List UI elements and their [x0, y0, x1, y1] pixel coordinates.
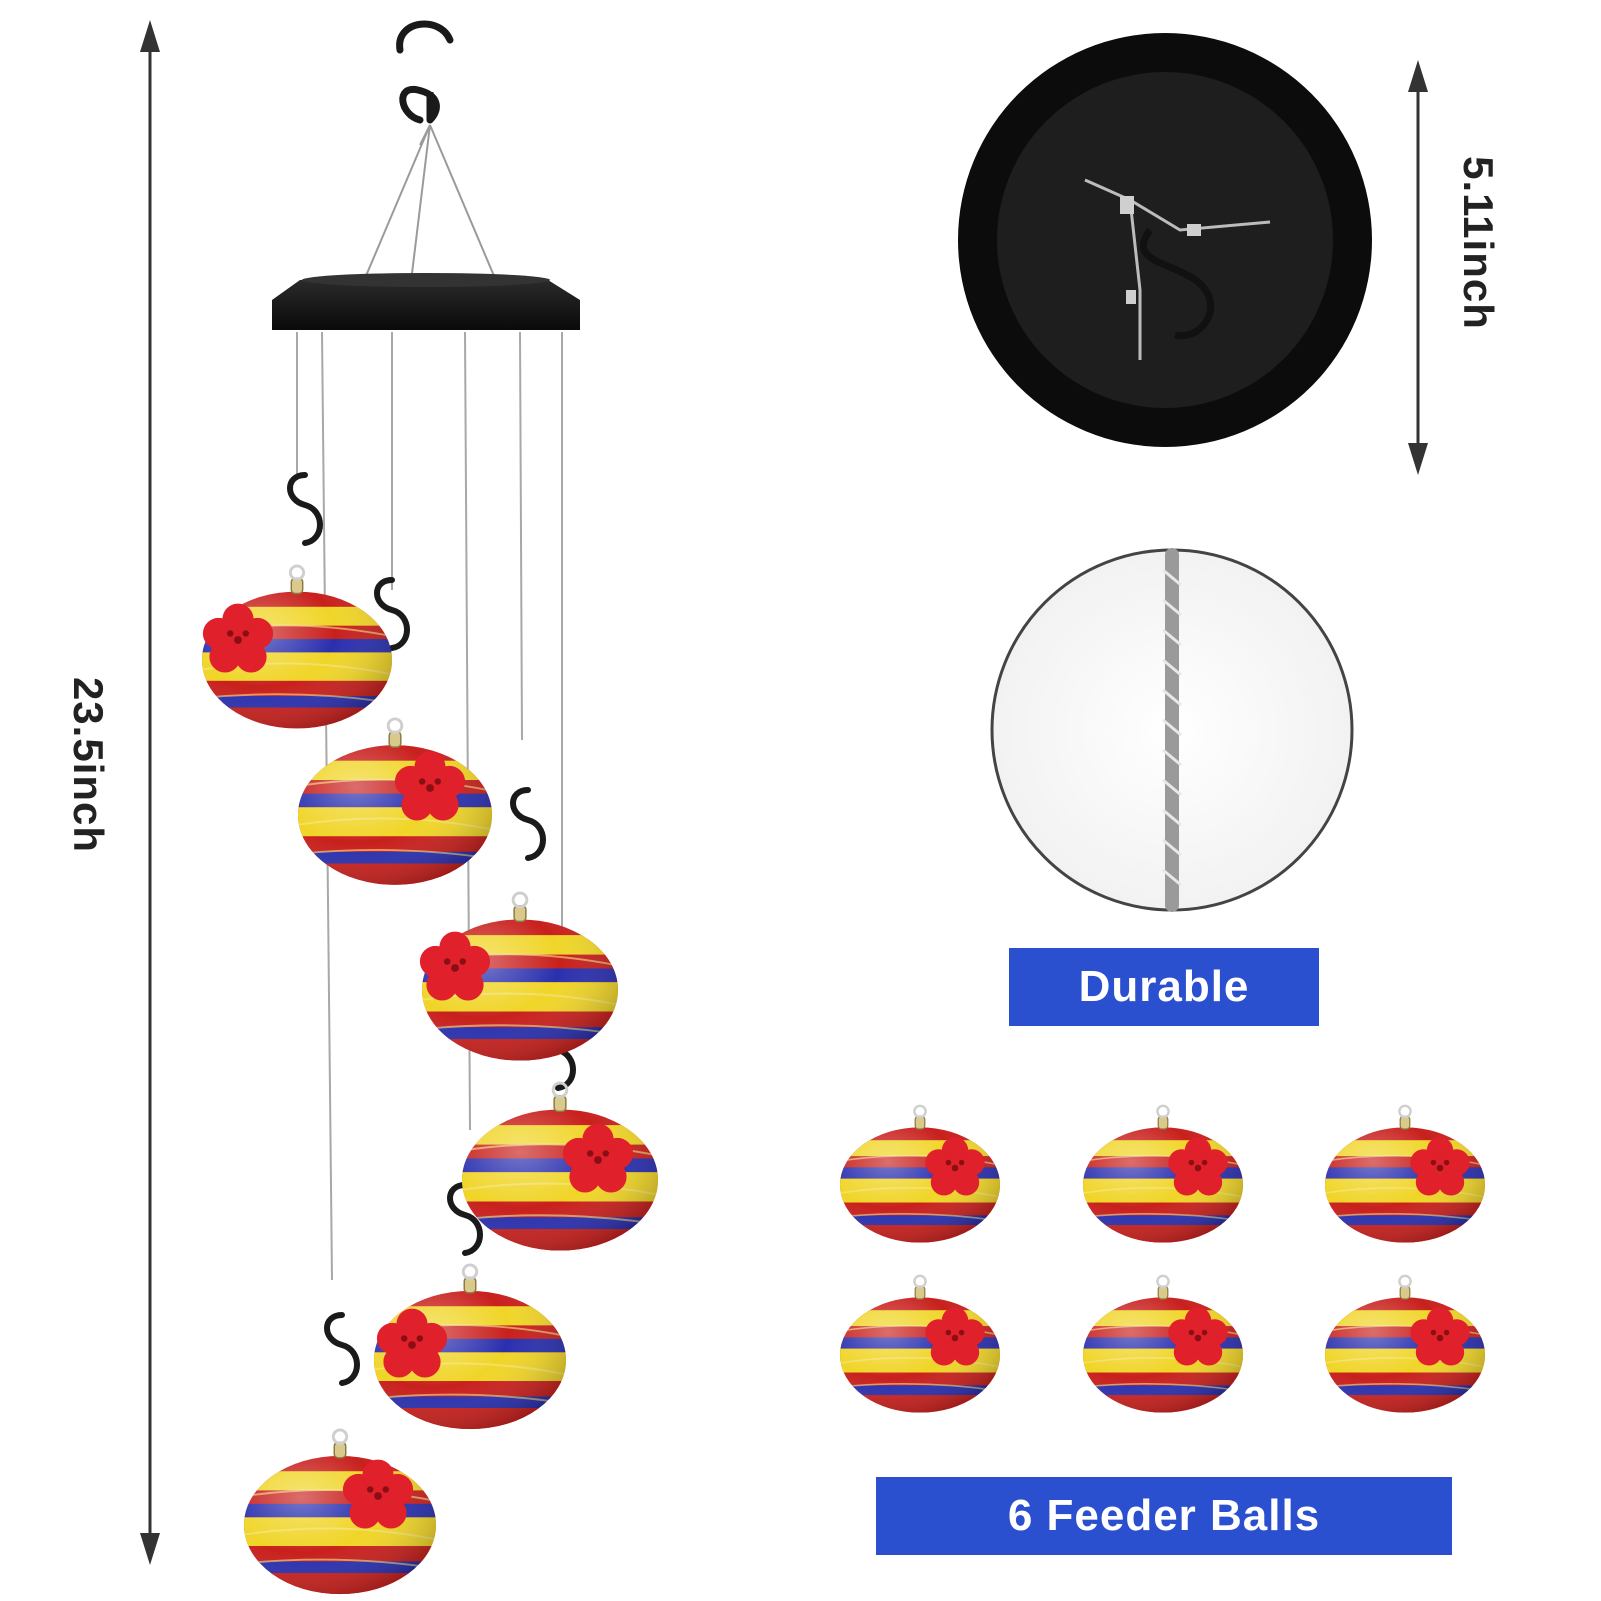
hanging-feeder-balls [202, 566, 658, 1594]
top-hook-icon [396, 20, 454, 124]
wire-closeup [990, 548, 1354, 912]
height-dimension-label: 23.5inch [65, 676, 112, 854]
support-wires [359, 124, 501, 291]
six-feeder-balls-grid [840, 1106, 1485, 1413]
height-dimension-arrow-icon [140, 20, 160, 1565]
width-dimension-arrow-icon [1408, 60, 1428, 475]
durable-banner: Durable [1009, 948, 1319, 1026]
top-plate-top-view [958, 33, 1372, 447]
top-plate [272, 273, 580, 330]
width-dimension-label: 5.11inch [1455, 156, 1502, 330]
feeder-balls-banner: 6 Feeder Balls [876, 1477, 1452, 1555]
